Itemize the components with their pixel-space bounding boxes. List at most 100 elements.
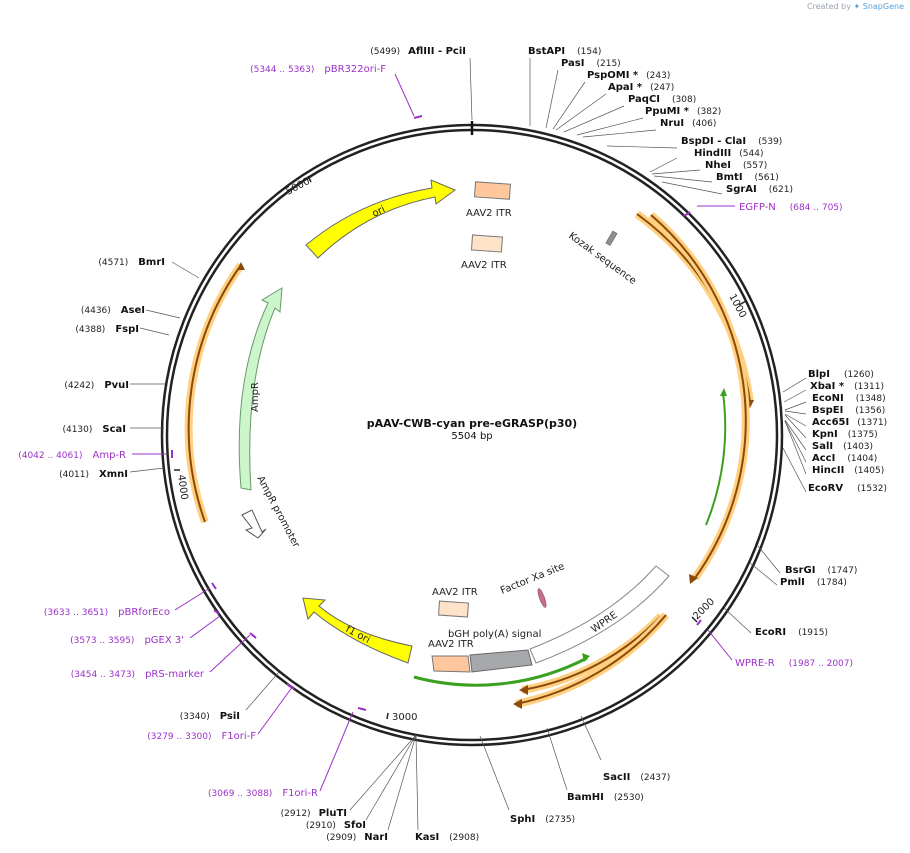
aav2-itr-4-block (431, 655, 471, 673)
enzyme-econi: EcoNI(1348) (812, 393, 886, 404)
orf-3-head (519, 685, 528, 695)
enzyme-ecori: EcoRI(1915) (755, 627, 828, 638)
primer-amp-r: (4042 .. 4061)Amp-R (18, 450, 126, 461)
enzyme-kpni: KpnI(1375) (812, 429, 878, 440)
primer-egfp-n: EGFP-N(684 .. 705) (739, 202, 843, 213)
plasmid-name: pAAV-CWB-cyan pre-eGRASP(p30) (367, 417, 577, 430)
tick-5000-mark (307, 175, 312, 183)
enzyme-acci: AccI(1404) (812, 453, 877, 464)
aav2-itr-3-block (438, 600, 469, 618)
ampr-promoter-arrow (241, 509, 267, 539)
orf-5-head (237, 262, 245, 270)
green-line-bottom-head (582, 653, 590, 662)
orf-arrows (184, 210, 754, 709)
primer-pgex-3: (3573 .. 3595)pGEX 3' (70, 635, 184, 646)
enzyme-bstapi: BstAPI(154) (528, 46, 601, 57)
aav2-itr-1-block (473, 181, 511, 200)
ampr-arrow (238, 287, 283, 491)
tick-2000-mark (691, 616, 698, 623)
enzyme-sfoi: (2910)SfoI (306, 820, 366, 831)
snapgene-credit: Created by ✦ SnapGene (807, 2, 904, 11)
factor-xa-label: Factor Xa site (499, 561, 566, 597)
enzyme-leader-lines (129, 57, 807, 831)
enzyme-bmri: (4571)BmrI (98, 257, 165, 268)
tick-4000-label: 4000 (175, 474, 189, 501)
primer-wpre-r: WPRE-R(1987 .. 2007) (735, 658, 853, 669)
primer-pbr322ori-f: (5344 .. 5363)pBR322ori-F (250, 64, 386, 75)
f1-ori-arrow (302, 597, 413, 664)
green-line-bottom (413, 656, 588, 687)
ampr-label: AmpR (250, 382, 261, 412)
enzyme-kasi: KasI(2908) (415, 832, 479, 843)
aav2-itr-2-label: AAV2 ITR (461, 260, 507, 271)
enzyme-pluti: (2912)PluTI (281, 808, 347, 819)
tick-1000-mark (738, 300, 747, 306)
enzyme-paqci: PaqCI(308) (628, 94, 696, 105)
green-line-right (705, 392, 727, 526)
factor-xa-block (537, 588, 547, 608)
enzyme-aflIII-pciI: (5499)AflIII - PciI (370, 46, 466, 57)
enzyme-pvui: (4242)PvuI (64, 380, 129, 391)
enzyme-scai: (4130)ScaI (62, 424, 126, 435)
credit-prefix: Created by (806, 2, 851, 11)
tick-3000-label: 3000 (392, 712, 417, 723)
orf-4 (515, 614, 667, 705)
primer-leader-lines (132, 73, 735, 792)
enzyme-xmni: (4011)XmnI (59, 469, 128, 480)
kozak-block (605, 230, 618, 246)
enzyme-pmli: PmlI(1784) (780, 577, 847, 588)
enzyme-hindiii: HindIII(544) (694, 148, 763, 159)
kozak-label: Kozak sequence (566, 231, 638, 287)
primer-prs-marker: (3454 .. 3473)pRS-marker (71, 669, 205, 680)
enzyme-blpi: BlpI(1260) (808, 369, 874, 380)
enzyme-xbai: XbaI *(1311) (810, 381, 884, 392)
enzyme-sgrai: SgrAI(621) (726, 184, 793, 195)
enzyme-asei: (4436)AseI (81, 305, 145, 316)
enzyme-sacii: SacII(2437) (603, 772, 670, 783)
snapgene-logo-icon: ✦ (853, 2, 861, 11)
enzyme-hincii: HincII(1405) (812, 465, 884, 476)
orf-3 (521, 615, 662, 691)
enzyme-ppumi: PpuMI *(382) (645, 106, 721, 117)
orf-5 (187, 264, 242, 523)
enzyme-sali: SalI(1403) (812, 441, 873, 452)
enzyme-bspei: BspEI(1356) (812, 405, 885, 416)
enzyme-sphi: SphI(2735) (510, 814, 575, 825)
ori-label: ori (371, 204, 387, 219)
bgh-polya-block (469, 649, 533, 673)
aav2-itr-4-label: AAV2 ITR (428, 639, 474, 650)
enzyme-psp-omi: PspOMI *(243) (587, 70, 670, 81)
orf-2-highlight (648, 211, 750, 581)
enzyme-ecorv: EcoRV(1532) (808, 483, 887, 494)
primer-f1ori-f: (3279 .. 3300)F1ori-F (147, 731, 256, 742)
enzyme-bamhi: BamHI(2530) (567, 792, 644, 803)
enzyme-apai: ApaI *(247) (608, 82, 674, 93)
tick-2000-label: 2000 (691, 596, 717, 622)
enzyme-pasi: PasI(215) (561, 58, 621, 69)
tick-3000-mark (386, 712, 389, 720)
aav2-itr-2-block (470, 234, 503, 253)
enzyme-acc65i: Acc65I(1371) (812, 417, 887, 428)
enzyme-fspi: (4388)FspI (75, 324, 139, 335)
f1-ori-label: f1 ori (344, 624, 372, 646)
enzyme-nrui: NruI(406) (660, 118, 716, 129)
enzyme-nari: (2909)NarI (326, 832, 388, 843)
aav2-itr-3-label: AAV2 ITR (432, 587, 478, 598)
wpre-block (529, 565, 670, 664)
ori-arrow (305, 179, 457, 259)
orf-2 (650, 214, 747, 579)
enzyme-bmti: BmtI(561) (716, 172, 779, 183)
aav2-itr-1-label: AAV2 ITR (466, 208, 512, 219)
bgh-polya-label: bGH poly(A) signal (448, 629, 541, 640)
orf-4-head (513, 699, 522, 709)
credit-brand: SnapGene (862, 2, 904, 11)
ampr-promoter-label: AmpR promoter (254, 474, 301, 550)
orf-2-head (689, 574, 698, 584)
enzyme-psii: (3340)PsiI (180, 711, 240, 722)
enzyme-nhei: NheI(557) (705, 160, 767, 171)
green-line-right-head (720, 388, 727, 396)
primer-f1ori-r: (3069 .. 3088)F1ori-R (208, 788, 318, 799)
enzyme-bspdi-clai: BspDI - ClaI(539) (681, 136, 782, 147)
enzyme-bsrgi: BsrGI(1747) (785, 565, 857, 576)
